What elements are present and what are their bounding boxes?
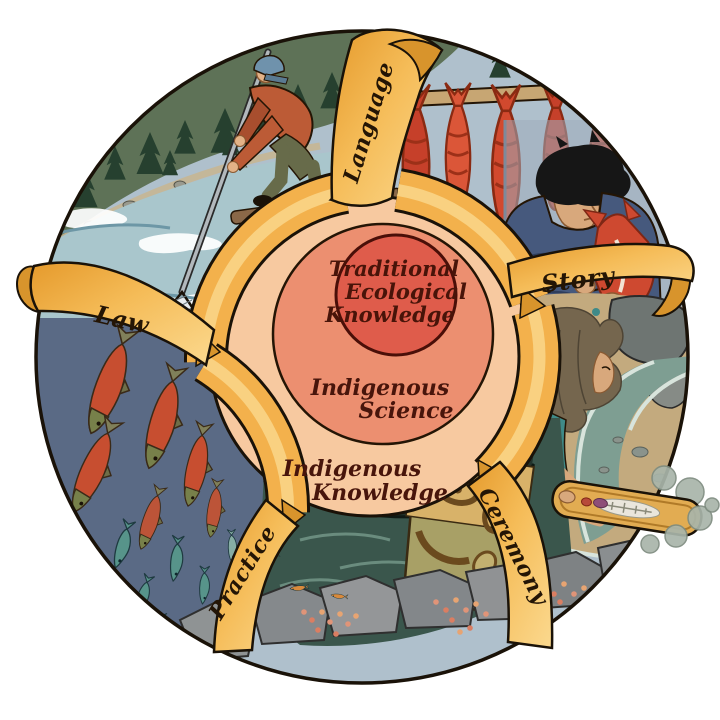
carved-tray-icon	[551, 480, 703, 537]
cap-icon	[253, 54, 285, 77]
ribbon-arm-law: Law	[15, 261, 216, 368]
girl-face	[592, 351, 615, 394]
knowledge-line-2: Knowledge	[311, 480, 448, 506]
science-line-1: Indigenous	[310, 375, 449, 401]
salmon-bones	[602, 501, 652, 515]
boy-hair	[535, 144, 631, 206]
ribbon-arm-story: Story	[506, 242, 695, 317]
hair-tie	[592, 308, 600, 316]
tek-center-circle	[334, 233, 458, 357]
center-labels: Traditional Ecological Knowledge Indigen…	[282, 256, 467, 506]
knowledge-line-1: Indigenous	[282, 456, 421, 482]
ribbon-arc-left	[194, 343, 311, 513]
tek-line-1: Traditional	[329, 256, 459, 281]
girl-hand	[558, 490, 576, 504]
ceremony-tray-and-smoke	[551, 465, 720, 554]
ribbon-arm-language: Language	[330, 28, 444, 207]
ribbon-arc-right	[474, 304, 562, 492]
outer-circle-outline	[34, 29, 690, 685]
science-line-2: Science	[358, 398, 453, 424]
tek-line-3: Knowledge	[324, 302, 455, 327]
tek-line-2: Ecological	[344, 279, 467, 304]
